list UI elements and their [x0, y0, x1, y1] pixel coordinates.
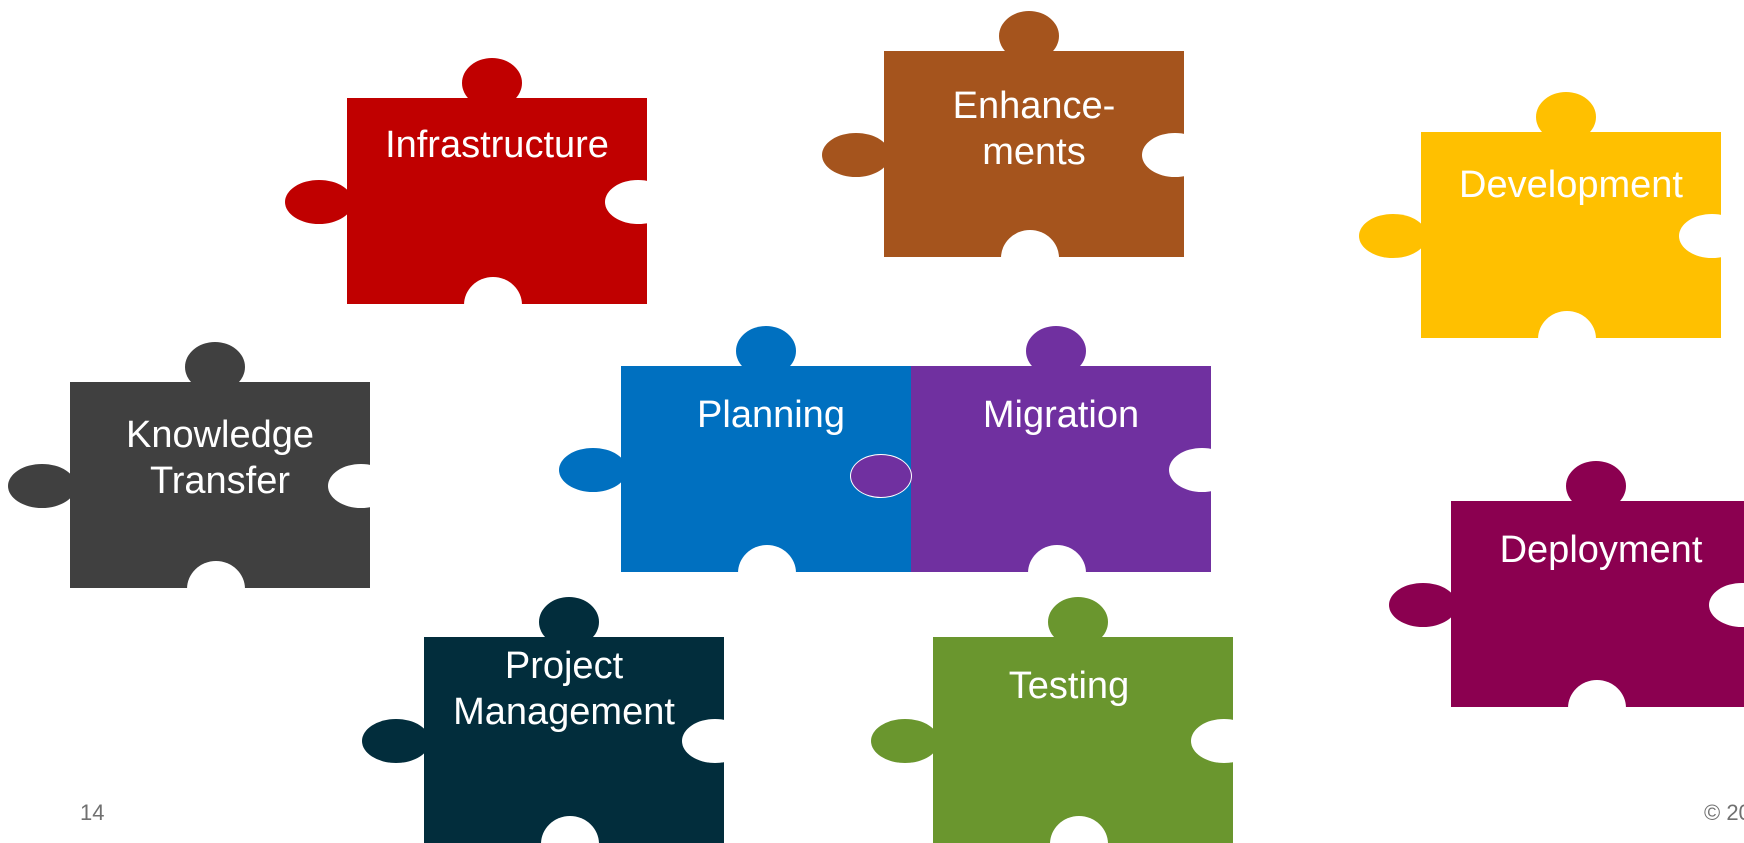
knowledge-transfer-piece: Knowledge Transfer — [8, 342, 394, 617]
project-management-piece: Project Management — [362, 597, 748, 843]
piece-label: Infrastructure — [385, 124, 609, 166]
piece-label: Testing — [1008, 665, 1130, 707]
piece-body — [347, 98, 647, 304]
planning-piece: Planning — [559, 326, 921, 601]
piece-label: Enhance- ments — [952, 85, 1116, 173]
right-notch — [605, 180, 671, 224]
piece-label: Migration — [982, 394, 1140, 436]
left-tab — [822, 133, 890, 177]
piece-label: Knowledge Transfer — [125, 414, 315, 502]
piece-body — [933, 637, 1233, 843]
piece-body — [1451, 501, 1744, 707]
right-notch — [1142, 133, 1208, 177]
piece-label: Development — [1459, 164, 1683, 206]
piece-label: Project Management — [453, 645, 675, 733]
right-notch — [682, 719, 748, 763]
left-tab — [1359, 214, 1427, 258]
right-notch — [1169, 448, 1235, 492]
right-notch — [328, 464, 394, 508]
piece-label: Deployment — [1499, 529, 1703, 571]
infrastructure-piece: Infrastructure — [285, 58, 671, 333]
piece-label: Planning — [697, 394, 845, 436]
left-tab — [362, 719, 430, 763]
development-piece: Development — [1359, 92, 1744, 367]
left-tab — [285, 180, 353, 224]
left-tab — [871, 719, 939, 763]
page-number: 14 — [80, 800, 105, 825]
left-tab — [559, 448, 627, 492]
bottom-notch — [1028, 545, 1086, 601]
piece-body — [1421, 132, 1721, 338]
bottom-notch — [187, 561, 245, 617]
bottom-notch — [464, 277, 522, 333]
right-notch — [1679, 214, 1744, 258]
migration-piece: Migration — [911, 326, 1235, 601]
bottom-notch — [1001, 230, 1059, 286]
testing-piece: Testing — [871, 597, 1257, 843]
piece-body — [911, 366, 1211, 572]
copyright-notice: © 20 — [1704, 800, 1744, 825]
left-tab — [1389, 583, 1457, 627]
bottom-notch — [1538, 311, 1596, 367]
left-tab — [8, 464, 76, 508]
deployment-piece: Deployment — [1389, 461, 1744, 736]
bottom-notch — [738, 545, 796, 601]
piece-body — [424, 637, 724, 843]
enhancements-piece: Enhance- ments — [822, 11, 1208, 286]
migration-planning-joint-tab — [850, 454, 912, 498]
right-notch — [1191, 719, 1257, 763]
bottom-notch — [1568, 680, 1626, 736]
piece-body — [884, 51, 1184, 257]
piece-body — [70, 382, 370, 588]
